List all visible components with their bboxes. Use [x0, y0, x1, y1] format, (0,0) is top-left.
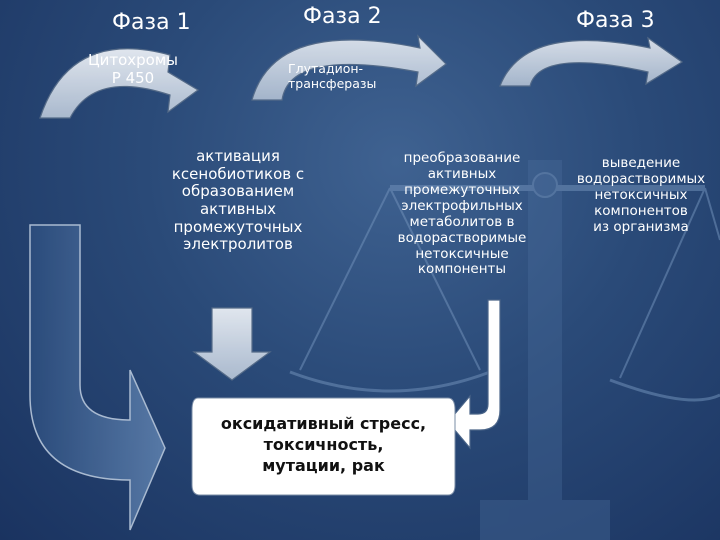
hook-arrow-to-outcome	[447, 299, 501, 450]
phase3-description: выведение водорастворимых нетоксичных ко…	[576, 155, 706, 235]
phase-2-title: Фаза 2	[303, 4, 382, 29]
phase1-description: активация ксенобиотиков с образованием а…	[171, 147, 305, 254]
phase-1-title: Фаза 1	[112, 10, 191, 35]
outcome-text: оксидативный стресс, токсичность, мутаци…	[220, 414, 427, 475]
left-curved-arrow-to-outcome	[29, 224, 166, 531]
phase1-curved-arrow	[39, 48, 200, 119]
down-arrow	[192, 307, 272, 381]
phase2-description: преобразование активных промежуточных эл…	[397, 150, 527, 278]
phase2-enzyme-label: Глутадион- трансферазы	[288, 61, 377, 91]
outcome-box	[191, 397, 456, 496]
phase2-curved-arrow	[251, 34, 447, 101]
phase1-enzyme-label: Цитохромы Р 450	[87, 51, 179, 87]
phase-3-title: Фаза 3	[576, 8, 655, 33]
phase3-curved-arrow	[499, 36, 684, 87]
